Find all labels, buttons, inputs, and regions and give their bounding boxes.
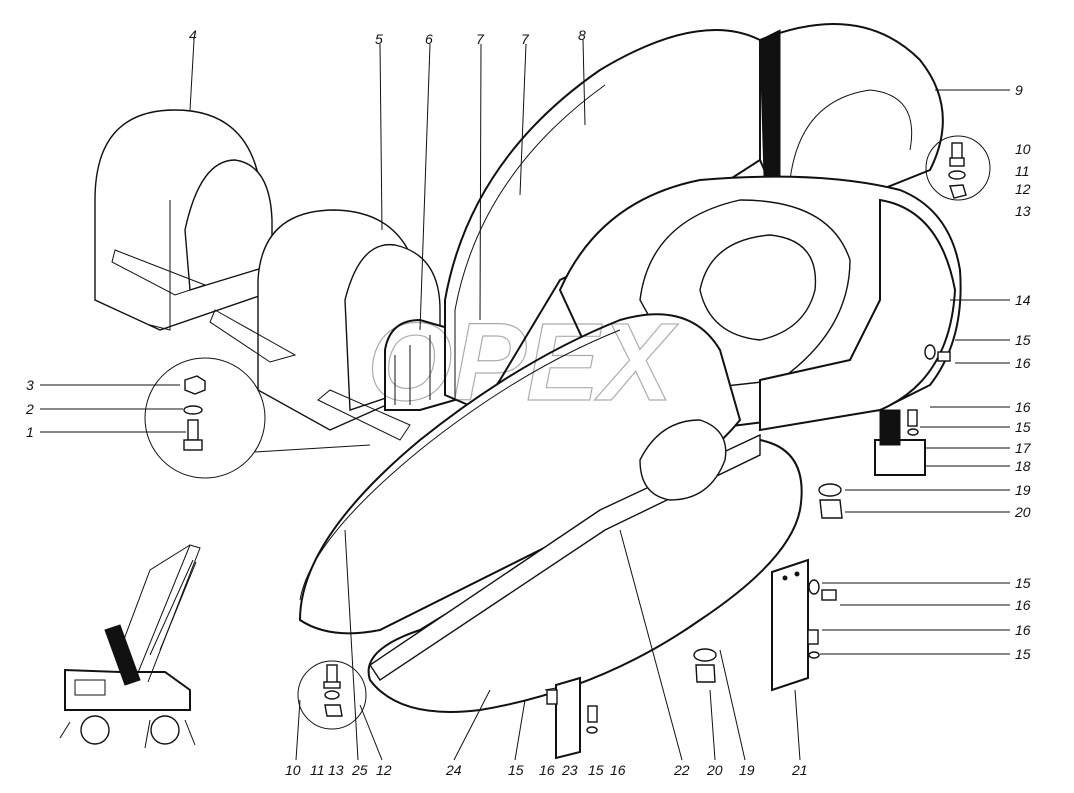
callout-label: 23 xyxy=(561,762,578,778)
callout-label: 7 xyxy=(521,31,530,47)
callout-label: 15 xyxy=(508,762,524,778)
callout-label: 15 xyxy=(1015,575,1031,591)
arch-guard-4 xyxy=(94,109,273,331)
callout-label: 11 xyxy=(1015,163,1030,179)
callout-label: 20 xyxy=(1014,504,1031,520)
callout-label: 16 xyxy=(1015,399,1031,415)
bracket-21 xyxy=(771,558,809,692)
callout-label: 19 xyxy=(1015,482,1031,498)
callout-label: 10 xyxy=(285,762,301,778)
callout-label: 17 xyxy=(1015,440,1032,456)
callout-label: 16 xyxy=(1015,597,1031,613)
rear-housing-9 xyxy=(759,23,944,211)
watermark: OPEX xyxy=(367,300,679,424)
callout-labels: 1 2 3 4 5 6 7 7 8 9 10 11 12 13 14 15 16… xyxy=(25,27,1032,778)
callout-label: 18 xyxy=(1015,458,1031,474)
callout-label: 3 xyxy=(26,377,34,393)
callout-label: 1 xyxy=(26,424,34,440)
callout-label: 16 xyxy=(1015,355,1031,371)
callout-label: 15 xyxy=(588,762,604,778)
foot-bracket-17-18 xyxy=(874,409,926,476)
callout-label: 7 xyxy=(476,31,485,47)
callout-label: 24 xyxy=(445,762,462,778)
callout-label: 20 xyxy=(706,762,723,778)
callout-label: 12 xyxy=(1015,181,1031,197)
callout-label: 22 xyxy=(673,762,690,778)
leader-lines xyxy=(40,39,1010,761)
callout-label: 13 xyxy=(1015,203,1031,219)
callout-label: 5 xyxy=(375,31,383,47)
callout-label: 13 xyxy=(328,762,344,778)
lower-guard-22-24-25 xyxy=(298,313,803,713)
callout-label: 10 xyxy=(1015,141,1031,157)
crane-inset xyxy=(59,544,201,749)
long-guard-8 xyxy=(444,29,761,412)
fasteners xyxy=(144,135,991,734)
callout-label: 8 xyxy=(578,27,586,43)
callout-label: 4 xyxy=(189,27,197,43)
callout-label: 16 xyxy=(539,762,555,778)
callout-label: 15 xyxy=(1015,419,1031,435)
callout-label: 19 xyxy=(739,762,755,778)
callout-label: 2 xyxy=(25,401,34,417)
callout-label: 25 xyxy=(351,762,368,778)
callout-label: 15 xyxy=(1015,332,1031,348)
callout-label: 12 xyxy=(376,762,392,778)
callout-label: 14 xyxy=(1015,292,1031,308)
callout-label: 11 xyxy=(310,762,325,778)
callout-label: 9 xyxy=(1015,82,1023,98)
callout-label: 16 xyxy=(610,762,626,778)
callout-label: 6 xyxy=(425,31,433,47)
watermark-text: OPEX xyxy=(367,301,678,424)
callout-label: 21 xyxy=(791,762,808,778)
callout-label: 16 xyxy=(1015,622,1031,638)
bracket-23 xyxy=(544,676,581,760)
callout-label: 15 xyxy=(1015,646,1031,662)
